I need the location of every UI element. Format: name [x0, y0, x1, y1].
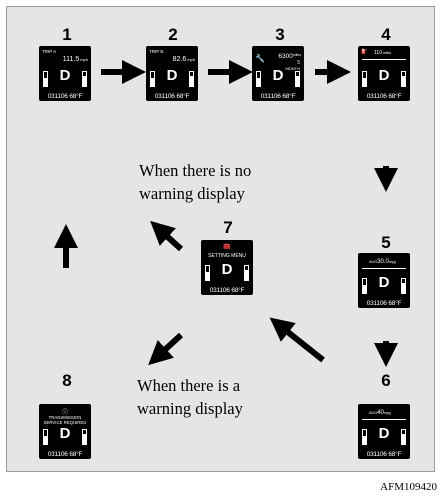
step-number-8: 8 [62, 371, 72, 390]
odometer-readout: 031106 68°F [47, 93, 83, 100]
temp-gauge [295, 71, 300, 87]
caption-warning: When there is a warning display [137, 376, 243, 418]
step-number-7: 7 [223, 218, 233, 237]
toolbox-icon: 🧰 [223, 244, 231, 250]
gear-indicator: D [59, 67, 71, 84]
figure-code: AFM109420 [380, 481, 437, 493]
gear-indicator: D [378, 67, 390, 84]
arrow-6-to-7 [269, 317, 325, 363]
avg-fuel-economy: AVG40mpg [369, 410, 391, 416]
step-number-1: 1 [62, 25, 72, 44]
setting-menu-title: SETTING MENU [208, 253, 246, 259]
range-value: 110miles [374, 50, 392, 56]
temp-gauge [189, 71, 194, 87]
odometer-readout: 031106 68°F [366, 93, 402, 100]
temp-gauge [82, 429, 87, 445]
display-screen-6: AVG40mpg D 031106 68°F [358, 404, 410, 459]
fuel-gauge [150, 71, 155, 87]
odometer-readout: 031106 68°F [209, 287, 245, 294]
economy-scale [362, 268, 406, 269]
odometer-readout: 031106 68°F [366, 451, 402, 458]
step-number-6: 6 [381, 371, 391, 390]
maintenance-distance: 6300miles [278, 53, 301, 60]
step-number-5: 5 [381, 233, 391, 252]
fuel-gauge [362, 71, 367, 87]
gear-indicator: D [378, 274, 390, 291]
gear-indicator: D [166, 67, 178, 84]
fuel-gauge [43, 429, 48, 445]
temp-gauge [244, 265, 249, 281]
odometer-readout: 031106 68°F [47, 451, 83, 458]
gear-indicator: D [221, 261, 233, 278]
display-screen-7: 🧰 SETTING MENU D 031106 68°F [201, 240, 253, 295]
step-number-4: 4 [381, 25, 391, 44]
fuel-gauge [43, 71, 48, 87]
temp-gauge [401, 429, 406, 445]
odometer-readout: 031106 68°F [366, 300, 402, 307]
step-number-2: 2 [168, 25, 178, 44]
step-number-3: 3 [275, 25, 285, 44]
gear-indicator: D [59, 425, 71, 442]
odometer-readout: 031106 68°F [154, 93, 190, 100]
temp-gauge [401, 278, 406, 294]
trip-label: TRIP B [149, 49, 164, 54]
wrench-icon: 🔧 [255, 54, 265, 63]
display-screen-1: TRIP A 111.5mph D 031106 68°F [39, 46, 91, 101]
caption-no-warning: When there is no warning display [139, 161, 252, 203]
trip-label: TRIP A [42, 49, 57, 54]
warning-icon: ⓘ [61, 410, 68, 416]
gear-indicator: D [378, 425, 390, 442]
fuel-gauge [256, 71, 261, 87]
fuel-pump-icon: ⛽ [361, 49, 368, 55]
fuel-gauge [205, 265, 210, 281]
range-scale [362, 59, 406, 60]
temp-gauge [82, 71, 87, 87]
display-screen-4: ⛽ 110miles D 031106 68°F [358, 46, 410, 101]
arrow-7-to-no-warning [150, 220, 184, 252]
fuel-gauge [362, 278, 367, 294]
display-screen-2: TRIP B 82.6mph D 031106 68°F [146, 46, 198, 101]
trip-value: 111.5mph [62, 56, 88, 63]
economy-scale [362, 419, 406, 420]
arrow-7-to-warning [148, 332, 184, 366]
gear-indicator: D [272, 67, 284, 84]
fuel-gauge [362, 429, 367, 445]
trip-value: 82.6mph [172, 56, 195, 63]
avg-fuel-economy: AVG30.0mpg [369, 259, 396, 265]
display-screen-5: AVG30.0mpg D 031106 68°F [358, 253, 410, 308]
odometer-readout: 031106 68°F [260, 93, 296, 100]
temp-gauge [401, 71, 406, 87]
